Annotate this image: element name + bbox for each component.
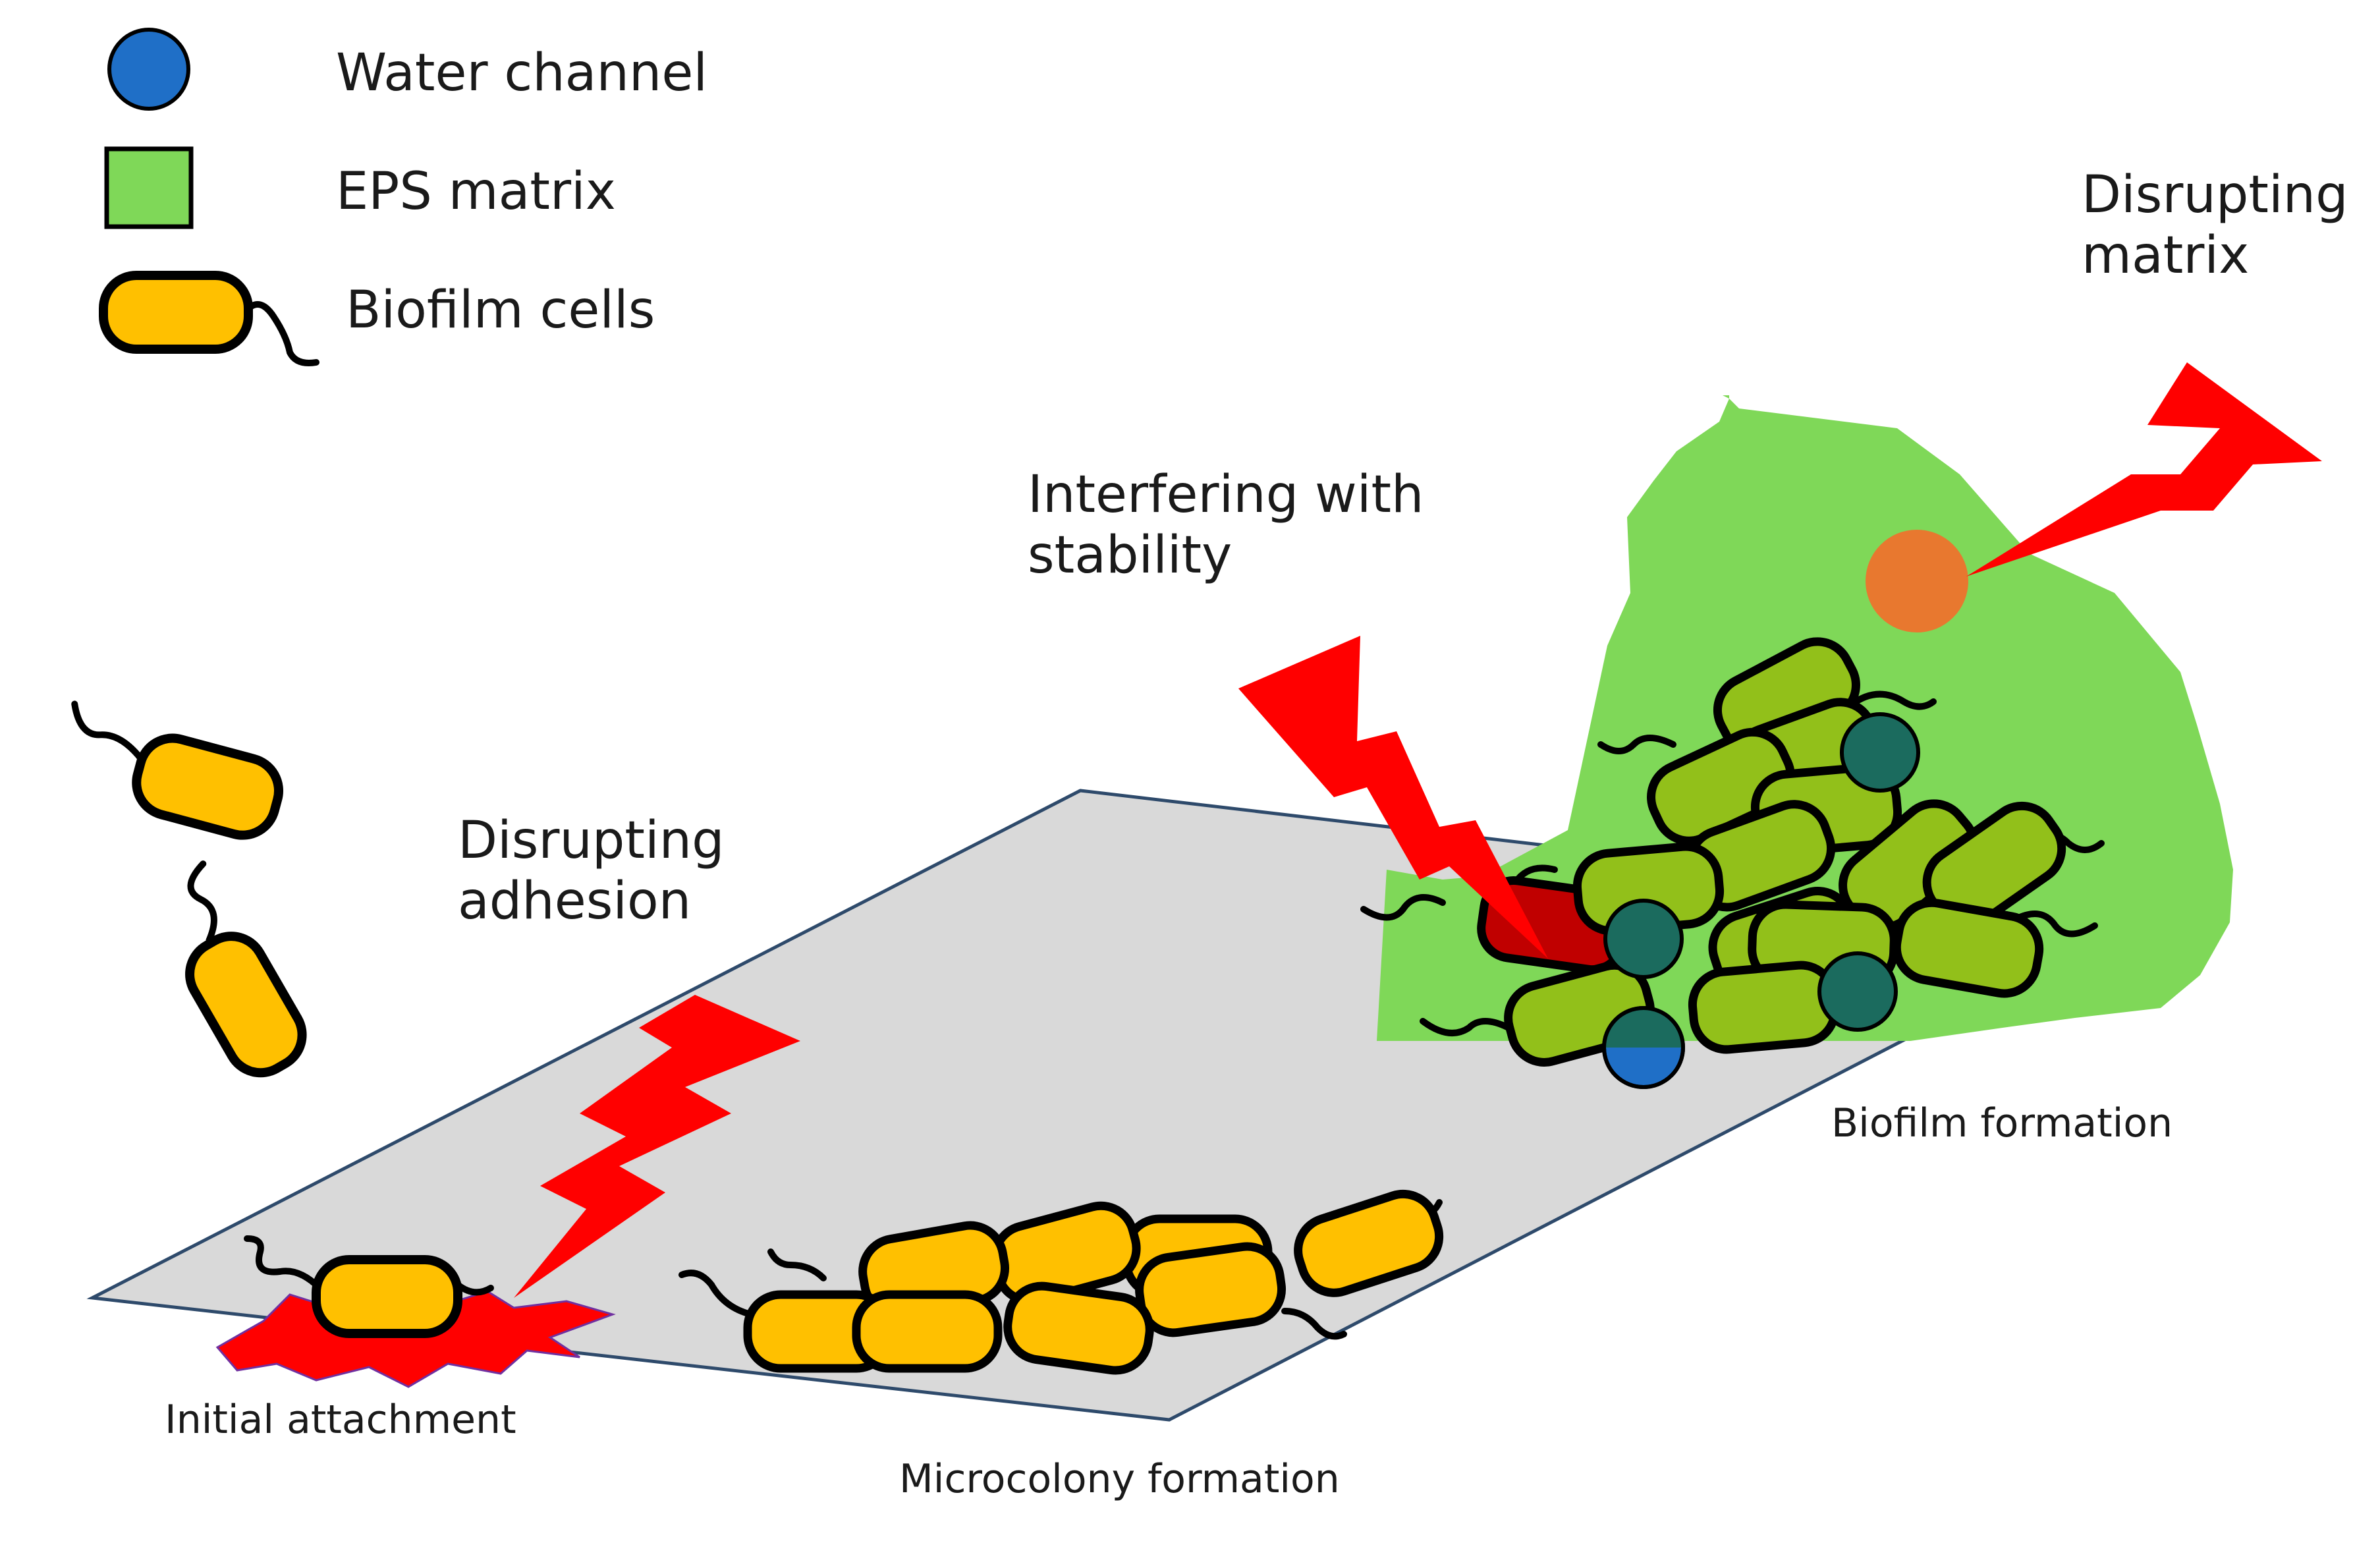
annotation-interfering-stability: Interfering with stability bbox=[1028, 464, 1424, 586]
annotation-disrupting-adhesion-line2: adhesion bbox=[458, 872, 692, 932]
water-channel bbox=[1603, 899, 1684, 979]
annotation-disrupting-matrix: Disrupting matrix bbox=[2082, 165, 2348, 286]
annotation-disrupting-matrix-line2: matrix bbox=[2082, 226, 2250, 286]
annotation-disrupting-adhesion: Disrupting adhesion bbox=[458, 810, 725, 932]
water-channel bbox=[1840, 712, 1920, 793]
legend bbox=[99, 28, 319, 366]
annotation-disrupting-matrix-line1: Disrupting bbox=[2082, 165, 2348, 225]
planktonic-cell bbox=[185, 860, 307, 1078]
planktonic-cell bbox=[71, 700, 284, 840]
stage-label-microcolony: Microcolony formation bbox=[899, 1456, 1340, 1502]
annotation-disrupting-adhesion-line1: Disrupting bbox=[458, 811, 725, 870]
microcolony bbox=[678, 1189, 1444, 1375]
annotation-interfering-line2: stability bbox=[1028, 526, 1232, 586]
stage-label-biofilm: Biofilm formation bbox=[1831, 1100, 2173, 1146]
water-channel bbox=[1817, 951, 1898, 1032]
mature-biofilm bbox=[1360, 530, 2105, 1089]
legend-water-channel-swatch bbox=[107, 28, 190, 111]
lightning-adhesion bbox=[514, 995, 800, 1298]
annotation-interfering-line1: Interfering with bbox=[1028, 465, 1424, 524]
legend-eps-matrix-label: EPS matrix bbox=[336, 162, 616, 221]
lightning-stability bbox=[1238, 636, 1548, 959]
legend-biofilm-cell-swatch bbox=[99, 271, 319, 366]
lightning-matrix bbox=[1966, 362, 2322, 576]
legend-biofilm-cells-label: Biofilm cells bbox=[346, 281, 655, 340]
legend-water-channel-label: Water channel bbox=[336, 43, 708, 103]
matrix-target-spot bbox=[1866, 530, 1968, 632]
legend-eps-matrix-swatch bbox=[104, 146, 194, 229]
water-channel-partial bbox=[1602, 1006, 1685, 1089]
stage-label-initial: Initial attachment bbox=[165, 1397, 516, 1443]
initial-attachment-cell bbox=[215, 1235, 616, 1388]
